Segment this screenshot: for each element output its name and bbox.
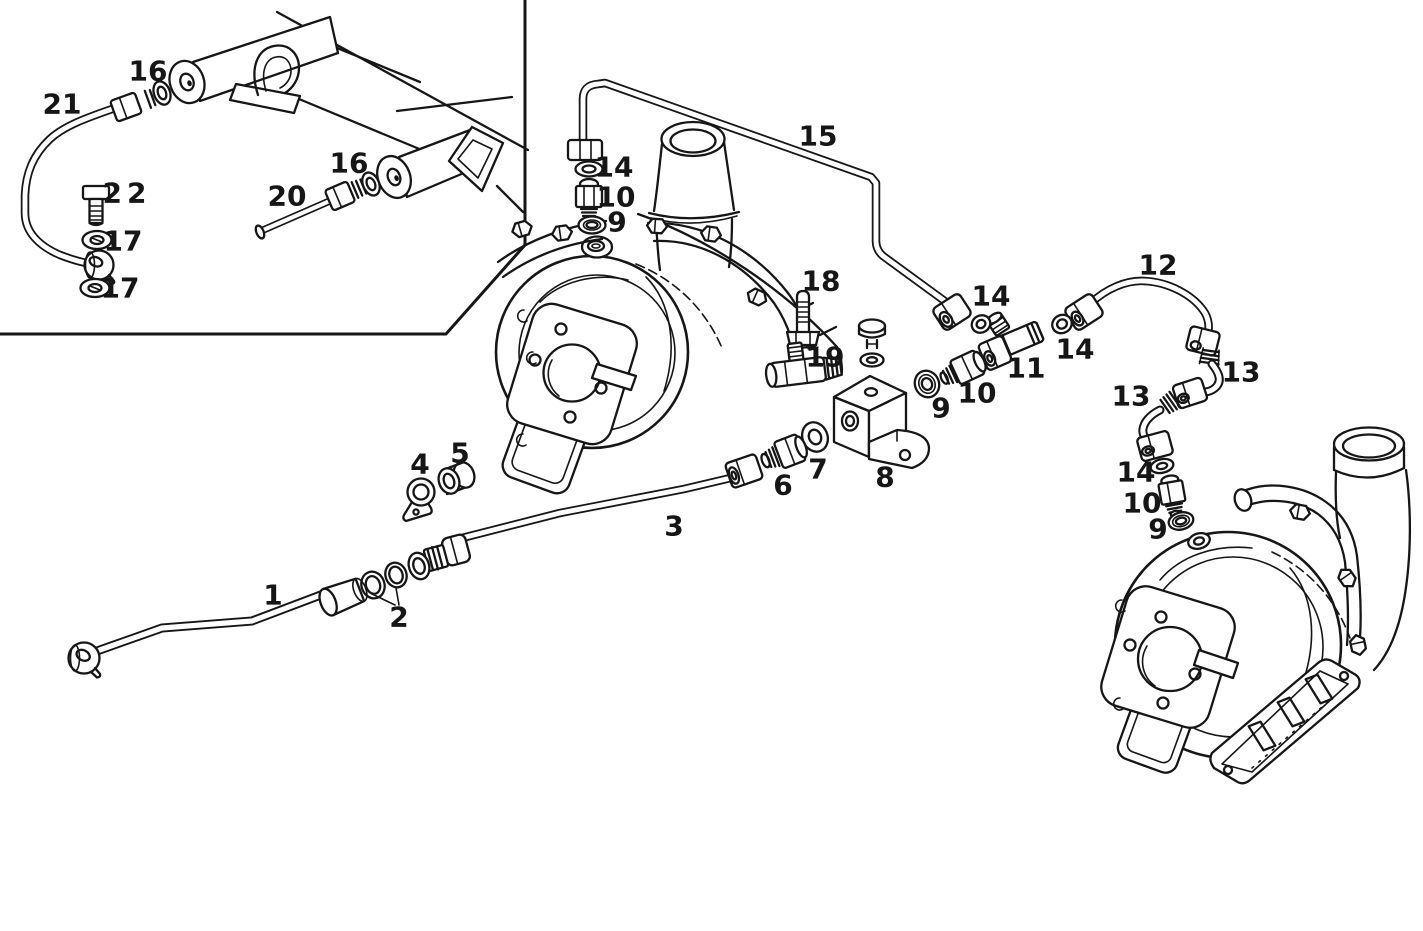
turbo2-exhaust-flange <box>1209 658 1361 785</box>
pipe-15-upper-nut <box>566 138 604 162</box>
part-14-washer-bottom <box>1149 457 1175 475</box>
part-18-bolt <box>785 289 821 349</box>
callout-2-27: 2 <box>389 601 408 634</box>
callout-11-14: 11 <box>1007 352 1046 385</box>
part-10-union-mid <box>939 349 987 386</box>
callout-17-4: 17 <box>101 272 140 305</box>
pipe-20-threads <box>350 177 371 199</box>
part-3-oil-pipe <box>407 453 764 581</box>
part-17-washer-upper <box>81 229 113 251</box>
part-21-oil-pipe <box>20 87 165 286</box>
block-plug-bolt <box>857 318 887 350</box>
pipe-1-banjo-eye <box>67 641 102 679</box>
block-plug-washer <box>859 352 885 368</box>
callout-2-leader <box>371 587 400 606</box>
callout-19-12: 19 <box>806 341 845 374</box>
pipe-21-banjo-eye <box>83 249 116 286</box>
pipe-1-end-sleeve <box>318 577 368 617</box>
callout-14-7: 14 <box>595 151 634 184</box>
part-9-washer-top <box>577 215 607 235</box>
pipe-12-right-nut <box>1185 325 1221 357</box>
callout-13-18: 13 <box>1112 380 1151 413</box>
part-15-oil-feed-pipe <box>566 78 951 307</box>
part-9-washer-bottom <box>1167 511 1195 531</box>
pipe-20-nut <box>324 180 356 212</box>
callout-14-29: 14 <box>1117 456 1156 489</box>
part-8-junction-block <box>832 374 931 470</box>
part-4-clamp <box>402 477 436 523</box>
callout-7-22: 7 <box>808 453 827 486</box>
part-13-elbow-right <box>1171 347 1224 410</box>
callout-13-17: 13 <box>1222 356 1261 389</box>
callout-6-23: 6 <box>773 469 792 502</box>
flange-plate-lower <box>447 125 505 193</box>
callout-21-1: 21 <box>43 88 82 121</box>
part-14-washer-top <box>574 160 604 178</box>
part-20-oil-pipe <box>254 177 371 240</box>
part-5-grommet <box>437 460 476 496</box>
callout-3-26: 3 <box>664 510 683 543</box>
callout-4-25: 4 <box>410 448 429 481</box>
callout-9-9: 9 <box>607 206 626 239</box>
pipe-3-collar <box>440 533 472 567</box>
pipe-21-threads <box>143 87 165 109</box>
turbocharger-rear <box>1100 426 1412 785</box>
part-6-union <box>760 433 808 469</box>
turbo2-front-flange <box>1100 585 1240 729</box>
inset-panel <box>0 0 530 336</box>
callout-17-3: 17 <box>104 225 143 258</box>
callout-10-19: 10 <box>958 377 997 410</box>
turbo2-oil-port <box>1187 532 1211 550</box>
right-pipe-chain <box>913 276 1224 531</box>
pipe-21-nut <box>109 91 143 123</box>
callout-18-11: 18 <box>802 265 841 298</box>
callout-16-6: 16 <box>330 147 369 180</box>
callout-1-28: 1 <box>263 579 282 612</box>
turbo1-inlet-tube <box>647 120 741 272</box>
part-14-washer-right <box>1051 313 1073 335</box>
sleeve-boss-upper <box>168 15 340 105</box>
pipe-15-end-nut <box>932 293 972 331</box>
turbo2-inlet-elbow <box>1332 426 1412 672</box>
pipe-12-left-nut <box>1064 293 1104 331</box>
part-14-washer-left <box>970 314 992 334</box>
callout-9-31: 9 <box>1148 513 1167 546</box>
pipe-3-flare <box>407 551 431 581</box>
part-9-washer-mid <box>913 369 941 399</box>
part-16-washer-lower <box>361 171 381 197</box>
inset-border <box>0 0 527 336</box>
turbo2-mounting-band <box>1233 484 1368 656</box>
callout-10-30: 10 <box>1123 487 1162 520</box>
callout-20-5: 20 <box>268 180 307 213</box>
part-19-tee-fitting <box>764 341 843 388</box>
callout-10-8: 10 <box>597 181 636 214</box>
part-22-banjo-bolt <box>81 184 111 227</box>
turbo1-front-flange <box>506 302 638 447</box>
callout-16-0: 16 <box>129 55 168 88</box>
pipe-3-nut <box>724 453 764 489</box>
callout-14-13: 14 <box>972 280 1011 313</box>
callout-8-21: 8 <box>875 461 894 494</box>
part-1-oil-pipe <box>67 577 368 679</box>
part-17-washer-lower <box>79 277 111 299</box>
callout-14-15: 14 <box>1056 333 1095 366</box>
callout-22-2: 22 <box>103 177 152 210</box>
callout-15-10: 15 <box>799 120 838 153</box>
callout-5-24: 5 <box>450 437 469 470</box>
pipe-bracket-upper <box>228 44 302 115</box>
callout-12-16: 12 <box>1139 249 1178 282</box>
part-16-washer-upper <box>152 80 172 106</box>
callout-9-20: 9 <box>931 392 950 425</box>
part-13-elbow-left <box>1136 390 1182 462</box>
